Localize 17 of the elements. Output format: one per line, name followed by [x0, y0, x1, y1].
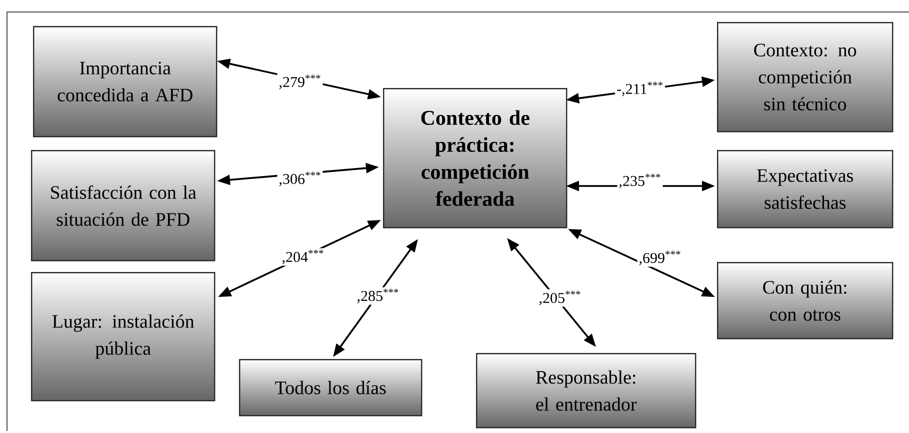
variable-box: Todos los días	[239, 358, 422, 416]
edge-label: ,699$^{***}$	[637, 249, 683, 267]
edge-label: -,211$^{***}$	[615, 80, 665, 98]
variable-box: Contexto: no competición sin técnico	[717, 22, 894, 132]
variable-box: Con quién: con otros	[717, 262, 894, 340]
edge-label: ,279$^{***}$	[277, 73, 323, 91]
variable-box: Expectativas satisfechas	[717, 150, 894, 228]
variable-box: Responsable: el entrenador	[476, 352, 696, 428]
edge-label: ,205$^{***}$	[537, 289, 583, 307]
edge-label: ,204$^{***}$	[280, 248, 326, 266]
concept-box: Contexto de práctica: competición federada	[383, 88, 568, 228]
edge-label: ,306$^{***}$	[277, 170, 323, 188]
variable-box: Lugar: instalación pública	[31, 272, 216, 402]
edge-label: ,285$^{***}$	[355, 287, 401, 305]
edge-label: ,235$^{***}$	[617, 172, 663, 190]
variable-box: Importancia concedida a AFD	[33, 26, 218, 138]
variable-box: Satisfacción con la situación de PFD	[31, 150, 216, 262]
